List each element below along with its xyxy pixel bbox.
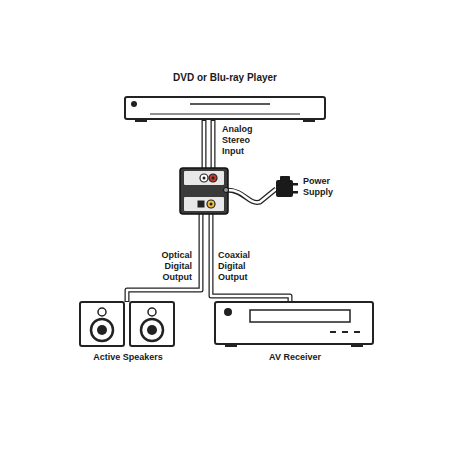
device-heading: DVD or Blu-ray Player xyxy=(125,72,325,84)
device-node: AV Receiver xyxy=(215,352,375,363)
power-adapter xyxy=(276,176,298,197)
cable-fill xyxy=(127,121,290,301)
converter-box xyxy=(180,168,229,214)
device-label: Power Supply xyxy=(303,176,347,198)
device-node: Power Supply xyxy=(303,176,347,198)
cable-outline xyxy=(127,119,290,302)
signal-label: Analog Stereo Input xyxy=(222,124,262,157)
receiver-drawing xyxy=(215,302,373,347)
signal-label: Optical Digital Output xyxy=(148,250,192,283)
speakers-drawing xyxy=(80,302,174,346)
device-node: Active Speakers xyxy=(78,352,178,363)
signal-label: Coaxial Digital Output xyxy=(218,250,264,283)
device-label: Active Speakers xyxy=(78,352,178,363)
device-node: DVD or Blu-ray Player xyxy=(125,72,325,84)
device-label: AV Receiver xyxy=(215,352,375,363)
dvd-player-drawing xyxy=(125,97,325,122)
